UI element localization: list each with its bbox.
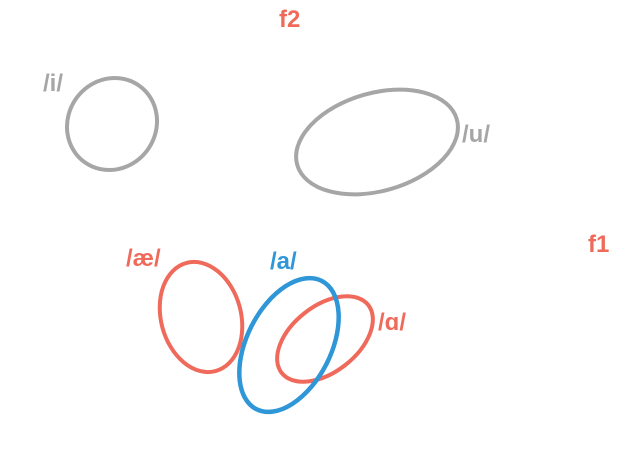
vowel-ellipse-alpha (275, 294, 375, 384)
vowel-ellipse-u (294, 87, 460, 197)
vowel-label-alpha: /ɑ/ (378, 309, 406, 336)
axis-label-f2: f2 (279, 6, 301, 33)
vowel-label-ae: /æ/ (126, 245, 161, 272)
vowel-label-a: /a/ (270, 248, 297, 275)
axis-label-f1: f1 (588, 231, 610, 258)
vowel-ellipse-a (237, 275, 341, 415)
vowel-ellipse-ae (157, 259, 245, 375)
vowel-label-i: /i/ (43, 70, 64, 97)
vowel-ellipse-i (64, 75, 160, 173)
vowel-label-u: /u/ (462, 121, 490, 148)
